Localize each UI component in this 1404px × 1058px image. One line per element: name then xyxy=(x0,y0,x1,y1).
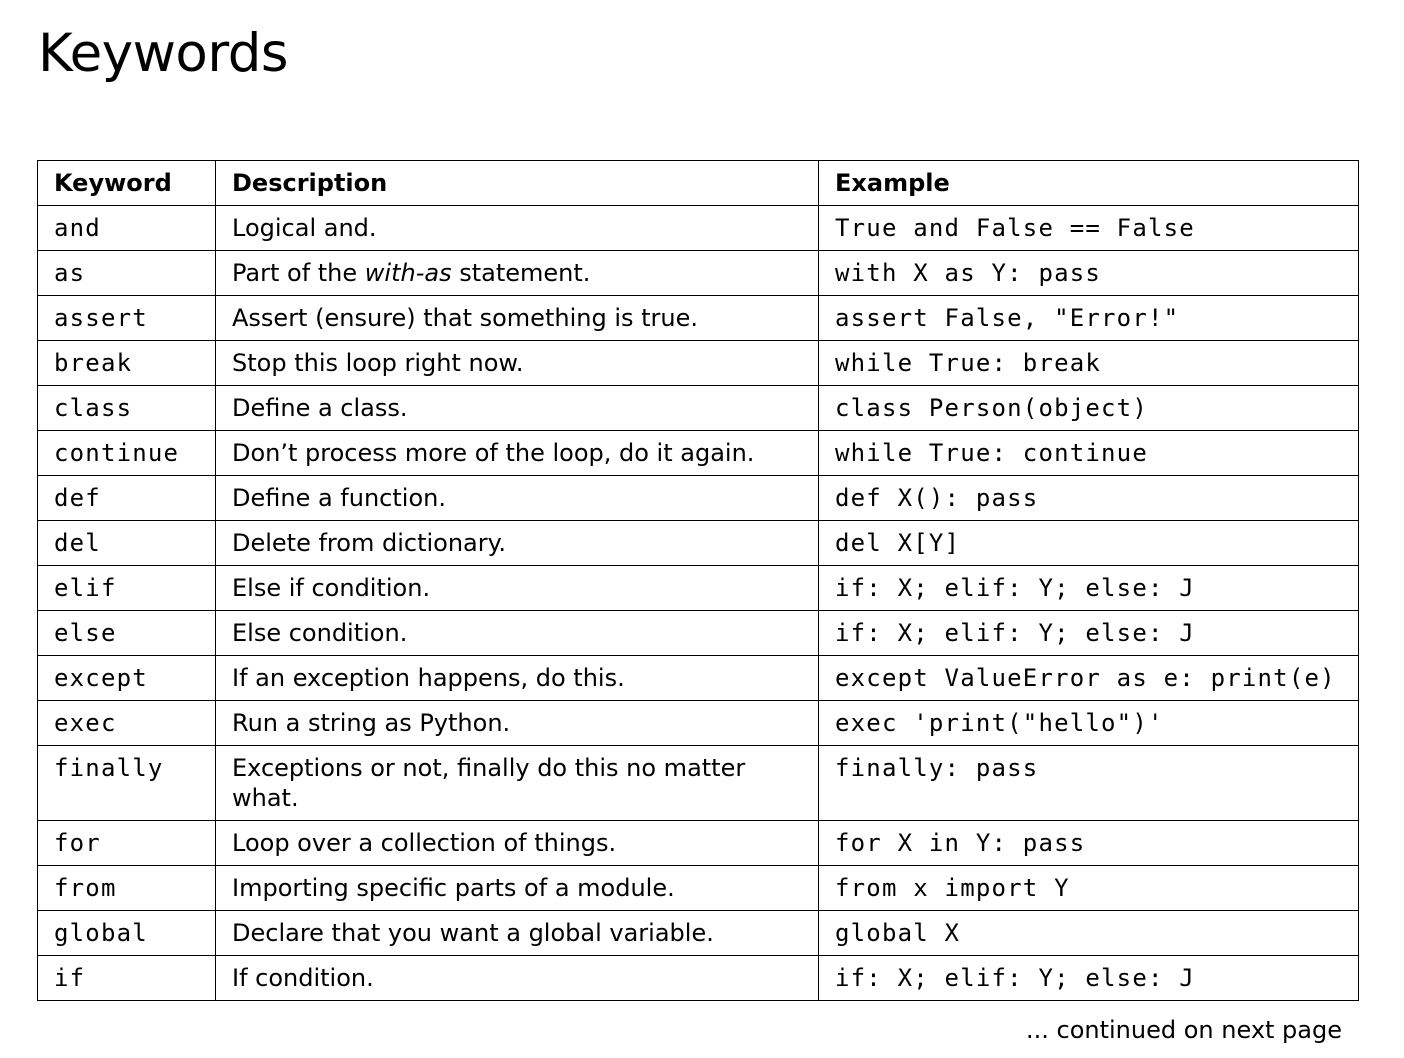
table-row: del Delete from dictionary. del X[Y] xyxy=(37,520,1359,566)
example-cell: while True: break xyxy=(818,340,1359,386)
description-cell: Define a class. xyxy=(215,385,819,431)
table-row: and Logical and. True and False == False xyxy=(37,205,1359,251)
description-cell: Run a string as Python. xyxy=(215,700,819,746)
table-row: continue Don’t process more of the loop,… xyxy=(37,430,1359,476)
keyword-cell: continue xyxy=(37,430,216,476)
example-cell: except ValueError as e: print(e) xyxy=(818,655,1359,701)
table-row: except If an exception happens, do this.… xyxy=(37,655,1359,701)
description-cell: Don’t process more of the loop, do it ag… xyxy=(215,430,819,476)
keyword-cell: del xyxy=(37,520,216,566)
header-example: Example xyxy=(818,160,1359,206)
keyword-cell: class xyxy=(37,385,216,431)
table-row: assert Assert (ensure) that something is… xyxy=(37,295,1359,341)
table-row: from Importing specific parts of a modul… xyxy=(37,865,1359,911)
example-cell: assert False, "Error!" xyxy=(818,295,1359,341)
header-description: Description xyxy=(215,160,819,206)
example-cell: True and False == False xyxy=(818,205,1359,251)
table-row: if If condition. if: X; elif: Y; else: J xyxy=(37,955,1359,1001)
table-row: finally Exceptions or not, finally do th… xyxy=(37,745,1359,821)
table-row: global Declare that you want a global va… xyxy=(37,910,1359,956)
example-cell: finally: pass xyxy=(818,745,1359,821)
example-cell: global X xyxy=(818,910,1359,956)
description-cell: Logical and. xyxy=(215,205,819,251)
keyword-cell: break xyxy=(37,340,216,386)
table-row: as Part of the with-as statement. with X… xyxy=(37,250,1359,296)
description-cell: Loop over a collection of things. xyxy=(215,820,819,866)
example-cell: if: X; elif: Y; else: J xyxy=(818,610,1359,656)
description-cell: Declare that you want a global variable. xyxy=(215,910,819,956)
table-row: else Else condition. if: X; elif: Y; els… xyxy=(37,610,1359,656)
keyword-cell: exec xyxy=(37,700,216,746)
keywords-table: Keyword Description Example and Logical … xyxy=(37,160,1359,1001)
description-cell: Importing specific parts of a module. xyxy=(215,865,819,911)
description-cell: If an exception happens, do this. xyxy=(215,655,819,701)
description-cell: Delete from dictionary. xyxy=(215,520,819,566)
keyword-cell: from xyxy=(37,865,216,911)
keyword-cell: finally xyxy=(37,745,216,821)
description-emphasis: with-as xyxy=(364,259,452,287)
description-text: Part of the xyxy=(232,259,365,287)
table-header-row: Keyword Description Example xyxy=(37,160,1359,206)
example-cell: if: X; elif: Y; else: J xyxy=(818,955,1359,1001)
example-cell: exec 'print("hello")' xyxy=(818,700,1359,746)
keyword-cell: as xyxy=(37,250,216,296)
description-cell: Else condition. xyxy=(215,610,819,656)
table-row: exec Run a string as Python. exec 'print… xyxy=(37,700,1359,746)
description-cell: If condition. xyxy=(215,955,819,1001)
continued-note: ... continued on next page xyxy=(1026,1016,1342,1044)
example-cell: while True: continue xyxy=(818,430,1359,476)
table-row: elif Else if condition. if: X; elif: Y; … xyxy=(37,565,1359,611)
keyword-cell: and xyxy=(37,205,216,251)
example-cell: from x import Y xyxy=(818,865,1359,911)
example-cell: class Person(object) xyxy=(818,385,1359,431)
table-row: for Loop over a collection of things. fo… xyxy=(37,820,1359,866)
table-row: class Define a class. class Person(objec… xyxy=(37,385,1359,431)
page-title: Keywords xyxy=(38,23,288,84)
example-cell: with X as Y: pass xyxy=(818,250,1359,296)
keyword-cell: global xyxy=(37,910,216,956)
table-row: break Stop this loop right now. while Tr… xyxy=(37,340,1359,386)
description-cell: Part of the with-as statement. xyxy=(215,250,819,296)
description-cell: Assert (ensure) that something is true. xyxy=(215,295,819,341)
description-cell: Exceptions or not, finally do this no ma… xyxy=(215,745,819,821)
keyword-cell: except xyxy=(37,655,216,701)
keyword-cell: if xyxy=(37,955,216,1001)
keyword-cell: else xyxy=(37,610,216,656)
description-cell: Else if condition. xyxy=(215,565,819,611)
keyword-cell: assert xyxy=(37,295,216,341)
description-text: statement. xyxy=(451,259,591,287)
keyword-cell: elif xyxy=(37,565,216,611)
description-cell: Define a function. xyxy=(215,475,819,521)
header-keyword: Keyword xyxy=(37,160,216,206)
example-cell: if: X; elif: Y; else: J xyxy=(818,565,1359,611)
table-row: def Define a function. def X(): pass xyxy=(37,475,1359,521)
example-cell: del X[Y] xyxy=(818,520,1359,566)
example-cell: for X in Y: pass xyxy=(818,820,1359,866)
keyword-cell: for xyxy=(37,820,216,866)
example-cell: def X(): pass xyxy=(818,475,1359,521)
description-cell: Stop this loop right now. xyxy=(215,340,819,386)
keyword-cell: def xyxy=(37,475,216,521)
